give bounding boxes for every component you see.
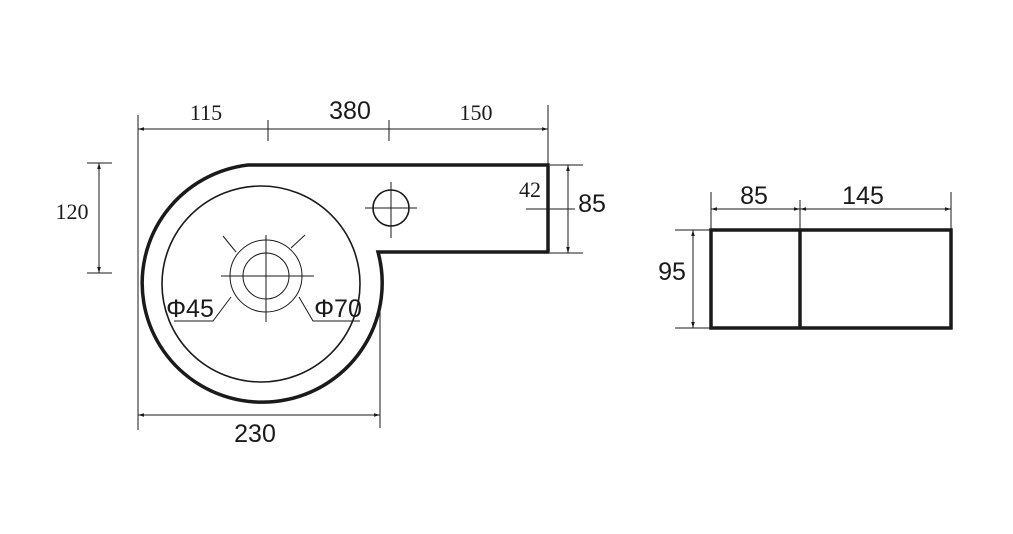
dim-95: 95 (658, 258, 686, 286)
dim-phi70: Φ70 (314, 295, 362, 323)
dim-85-right: 85 (578, 190, 606, 218)
dim-120: 120 (56, 199, 89, 224)
top-view: 115 380 150 120 42 85 230 Φ45 Φ70 (56, 97, 606, 448)
dim-42: 42 (519, 177, 541, 202)
dim-115: 115 (190, 100, 222, 125)
dim-phi45: Φ45 (166, 295, 214, 323)
dim-145: 145 (842, 182, 884, 210)
dim-85-side: 85 (740, 182, 768, 210)
side-view: 85 145 95 (658, 182, 953, 330)
basin-outline (140, 163, 550, 404)
dim-380: 380 (329, 97, 371, 125)
drain (174, 234, 360, 322)
dim-230: 230 (234, 420, 276, 448)
side-outline (709, 228, 953, 330)
bowl-inner-rim (161, 185, 361, 383)
tap-hole (365, 182, 417, 238)
dim-150: 150 (460, 100, 493, 125)
